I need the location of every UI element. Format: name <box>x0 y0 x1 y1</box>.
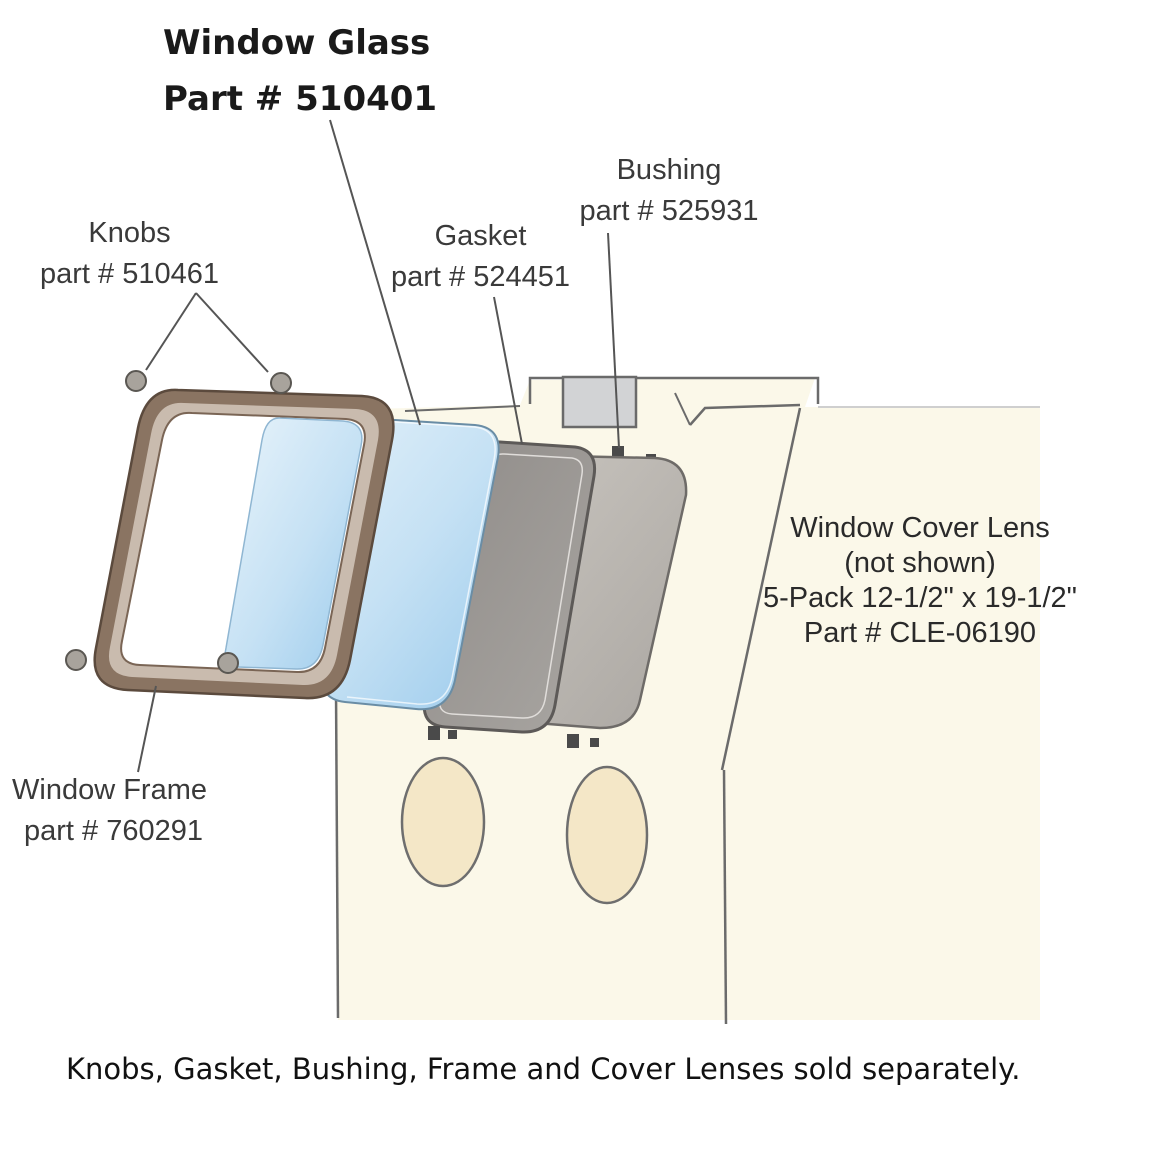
window-frame-name: Window Frame <box>12 774 207 806</box>
gasket-part: part # 524451 <box>391 261 570 293</box>
knobs-name: Knobs <box>88 217 171 249</box>
cover-lens-line2: (not shown) <box>844 547 996 579</box>
window-frame-label: Window Frame part # 760291 <box>12 770 207 852</box>
porthole-pair <box>400 756 649 905</box>
title-line2: Part # 510401 <box>163 79 438 119</box>
gasket-name: Gasket <box>434 220 527 252</box>
cover-lens-line4: Part # CLE-06190 <box>803 617 1037 649</box>
footer-note: Knobs, Gasket, Bushing, Frame and Cover … <box>66 1052 1021 1086</box>
bushing-label: Bushing part # 525931 <box>570 150 768 232</box>
title-line1: Window Glass <box>163 23 431 63</box>
knobs-label: Knobs part # 510461 <box>32 213 227 295</box>
cover-lens-label: Window Cover Lens (not shown) 5-Pack 12-… <box>720 511 1120 651</box>
bushing-name: Bushing <box>616 154 722 186</box>
knobs-part: part # 510461 <box>40 258 219 290</box>
gasket-label: Gasket part # 524451 <box>383 216 578 298</box>
bushing-part: part # 525931 <box>579 195 759 227</box>
leader-lines <box>137 119 620 773</box>
title-block: Window Glass Part # 510401 <box>163 15 437 127</box>
cover-lens-line1: Window Cover Lens <box>790 512 1050 544</box>
cover-lens-line3: 5-Pack 12-1/2" x 19-1/2" <box>763 582 1077 614</box>
knob-markers <box>65 370 292 674</box>
window-frame-shape <box>93 388 395 700</box>
bushing-block <box>561 375 656 462</box>
window-frame-part: part # 760291 <box>24 815 203 847</box>
